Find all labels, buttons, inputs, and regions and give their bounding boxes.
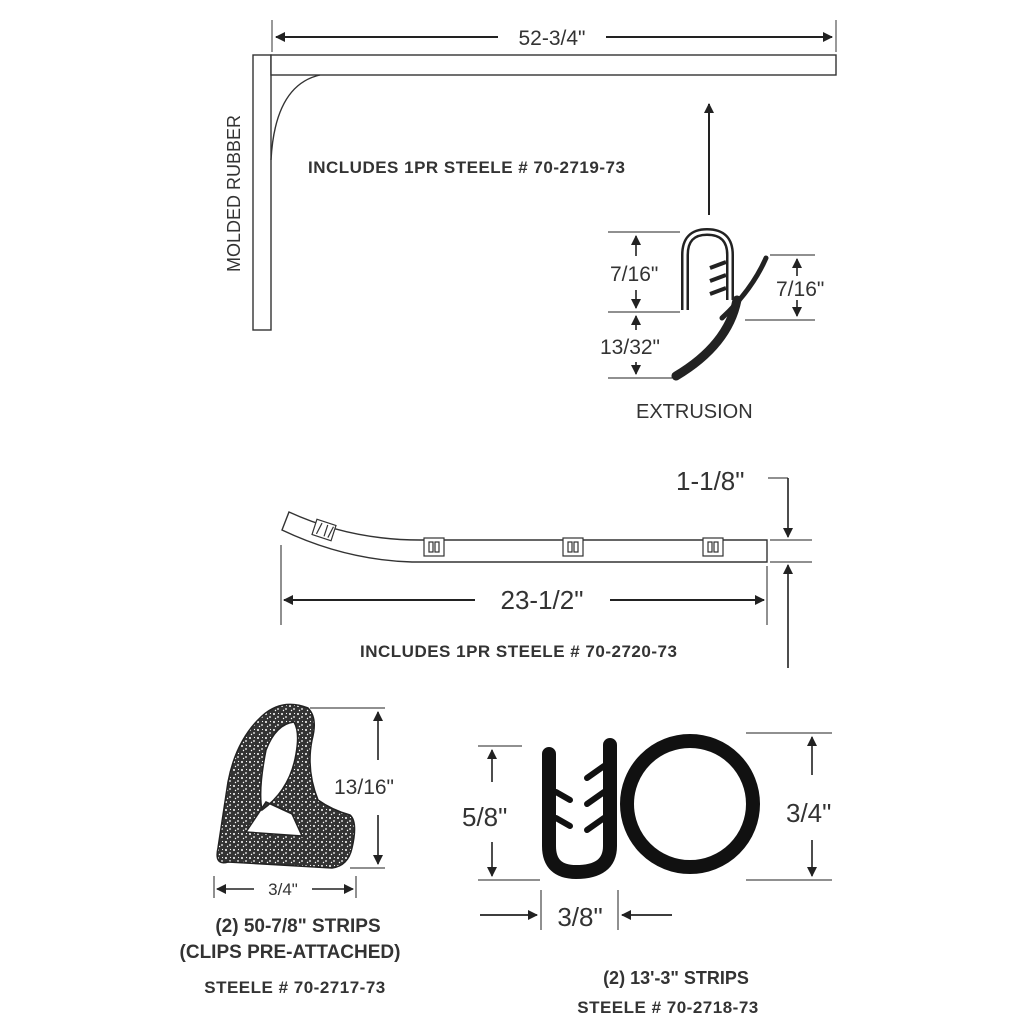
left-profile	[216, 703, 356, 869]
middle-dimensions	[280, 477, 812, 668]
clip	[311, 518, 337, 542]
extrusion-height-lower: 13/32"	[600, 336, 660, 359]
extrusion-dimensions	[608, 231, 815, 379]
left-caption-line1: (2) 50-7/8" STRIPS	[215, 916, 380, 937]
left-part-number: STEELE # 70-2717-73	[204, 978, 385, 997]
speckled-seal-profile	[216, 703, 356, 869]
top-length-label: 52-3/4"	[519, 27, 586, 50]
extrusion-height-right: 7/16"	[776, 278, 824, 301]
curved-seal-bar	[281, 511, 768, 563]
left-profile-height: 13/16"	[334, 776, 394, 799]
right-profile	[542, 734, 760, 879]
right-profile-width: 3/8"	[557, 902, 602, 932]
molded-rubber-piece	[252, 54, 272, 331]
extrusion-lip	[719, 255, 769, 321]
left-profile-width: 3/4"	[268, 880, 298, 899]
middle-assembly	[281, 511, 768, 563]
extrusion-label: EXTRUSION	[636, 401, 753, 423]
clip	[702, 537, 724, 557]
extrusion-u-channel	[681, 228, 734, 310]
top-bar	[270, 54, 837, 76]
corner-gusset	[270, 74, 321, 161]
right-profile-height-left: 5/8"	[462, 802, 507, 832]
right-caption: (2) 13'-3" STRIPS	[603, 968, 749, 988]
top-assembly	[252, 20, 837, 331]
top-includes-label: INCLUDES 1PR STEELE # 70-2719-73	[308, 158, 625, 177]
middle-includes-label: INCLUDES 1PR STEELE # 70-2720-73	[360, 642, 677, 661]
right-part-number: STEELE # 70-2718-73	[577, 998, 758, 1017]
right-dimensions	[478, 732, 832, 930]
middle-length-label: 23-1/2"	[501, 585, 584, 615]
extrusion-flap	[671, 295, 742, 381]
left-caption-line2: (CLIPS PRE-ATTACHED)	[180, 942, 401, 963]
clip	[562, 537, 584, 557]
extrusion-profile	[671, 228, 769, 381]
left-dimensions	[213, 707, 385, 898]
clip	[423, 537, 445, 557]
middle-thickness-label: 1-1/8"	[676, 466, 745, 496]
extrusion-height-upper: 7/16"	[610, 263, 658, 286]
bulb-seal-ring	[620, 734, 760, 874]
u-channel-profile	[542, 738, 617, 879]
right-profile-height-right: 3/4"	[786, 798, 831, 828]
molded-rubber-label: MOLDED RUBBER	[224, 115, 244, 272]
